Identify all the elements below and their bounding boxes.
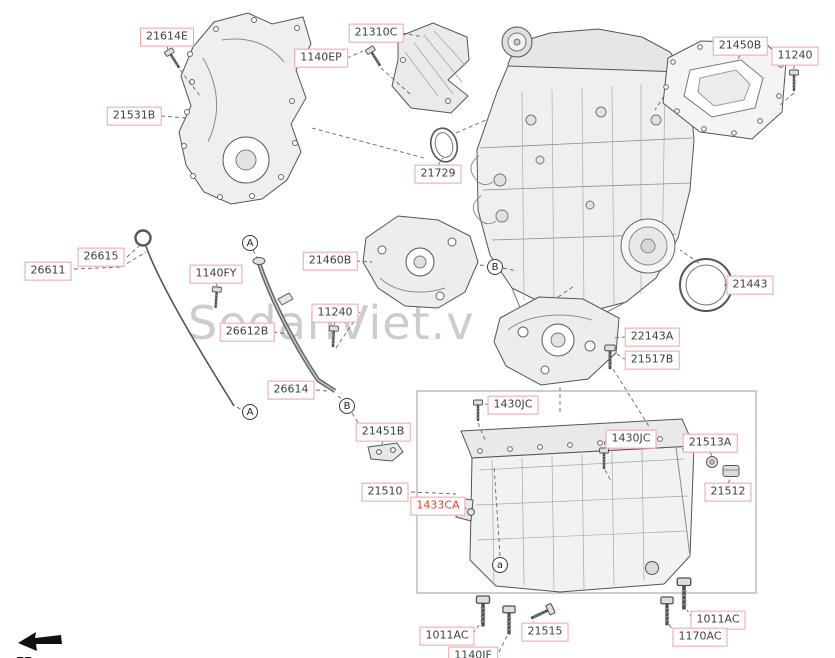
engine-block-drawing	[470, 26, 695, 319]
oil-pan-group-box	[416, 390, 757, 594]
oil-level-gauge-drawing	[134, 229, 235, 407]
bolt-1170AC-icon	[659, 595, 675, 627]
bolt-21515-icon	[527, 601, 557, 625]
bolt-1140FY-icon	[209, 285, 223, 310]
front-direction-marker: FR.	[14, 628, 84, 658]
cap-21512-drawing	[722, 465, 740, 477]
drain-plug-drawing	[645, 561, 659, 575]
bolt-1140JF-icon	[501, 604, 517, 636]
front-direction-label: FR.	[16, 655, 84, 658]
oil-pan-drawing	[455, 418, 695, 593]
bolt-1140EP-icon	[363, 44, 386, 70]
plug-21513A-drawing	[706, 456, 718, 468]
support-bracket-drawing	[362, 215, 479, 309]
bolt-11240-top-icon	[788, 68, 800, 93]
crank-seal-drawing	[429, 127, 459, 163]
gauge-tube-drawing	[252, 257, 337, 393]
pan-bracket-drawing	[367, 442, 404, 462]
dowel-1433CA-drawing	[467, 508, 475, 516]
adapter-plate-drawing	[493, 296, 620, 386]
bolt-11240-mid-icon	[327, 324, 340, 349]
bolt-1011AC-right-icon	[675, 576, 693, 612]
bolt-21614E-icon	[162, 46, 185, 72]
heat-shield-drawing	[391, 22, 470, 114]
front-arrow-icon	[18, 632, 62, 651]
bolt-1011AC-left-icon	[474, 594, 492, 629]
timing-cover-drawing	[178, 12, 312, 205]
bolt-1430JC-upper-icon	[472, 398, 484, 423]
